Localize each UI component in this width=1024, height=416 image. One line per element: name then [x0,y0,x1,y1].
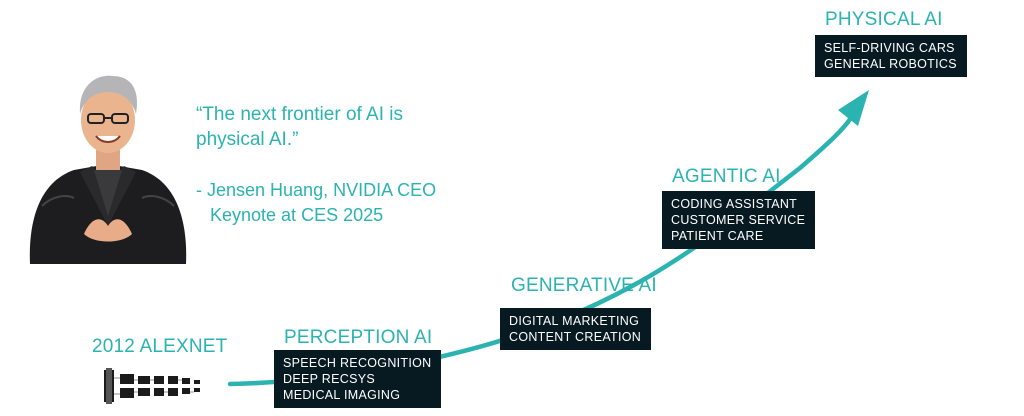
neural-network-diagram-icon [104,368,200,404]
quote-line: “The next frontier of AI is [196,104,403,125]
agentic-ai-label: AGENTIC AI [672,166,781,187]
physical-ai-box: SELF-DRIVING CARS GENERAL ROBOTICS [815,35,967,77]
quote-text: “The next frontier of AI is physical AI.… [196,102,496,152]
attribution-line: Keynote at CES 2025 [210,205,384,225]
use-case-item: SPEECH RECOGNITION [283,356,432,370]
use-case-item: DIGITAL MARKETING [509,314,640,328]
perception-ai-box: SPEECH RECOGNITION DEEP RECSYS MEDICAL I… [274,350,442,408]
use-case-item: DEEP RECSYS [283,372,375,386]
arrow-head [838,90,869,126]
person-illustration [29,75,187,264]
physical-ai-label: PHYSICAL AI [825,9,943,30]
quote-attribution: - Jensen Huang, NVIDIA CEO Keynote at CE… [196,178,436,228]
use-case-item: CONTENT CREATION [509,330,642,344]
agentic-ai-box: CODING ASSISTANT CUSTOMER SERVICE PATIEN… [662,191,816,249]
use-case-item: MEDICAL IMAGING [283,388,401,402]
alexnet-label: 2012 ALEXNET [92,336,228,357]
use-case-item: PATIENT CARE [671,229,764,243]
quote-line: physical AI.” [196,129,299,150]
use-case-item: CUSTOMER SERVICE [671,213,806,227]
use-case-item: SELF-DRIVING CARS [824,41,955,55]
attribution-line: - Jensen Huang, NVIDIA CEO [196,180,437,200]
generative-ai-label: GENERATIVE AI [511,275,657,296]
perception-ai-label: PERCEPTION AI [284,327,433,348]
generative-ai-box: DIGITAL MARKETING CONTENT CREATION [500,308,652,350]
use-case-item: GENERAL ROBOTICS [824,57,957,71]
use-case-item: CODING ASSISTANT [671,197,798,211]
